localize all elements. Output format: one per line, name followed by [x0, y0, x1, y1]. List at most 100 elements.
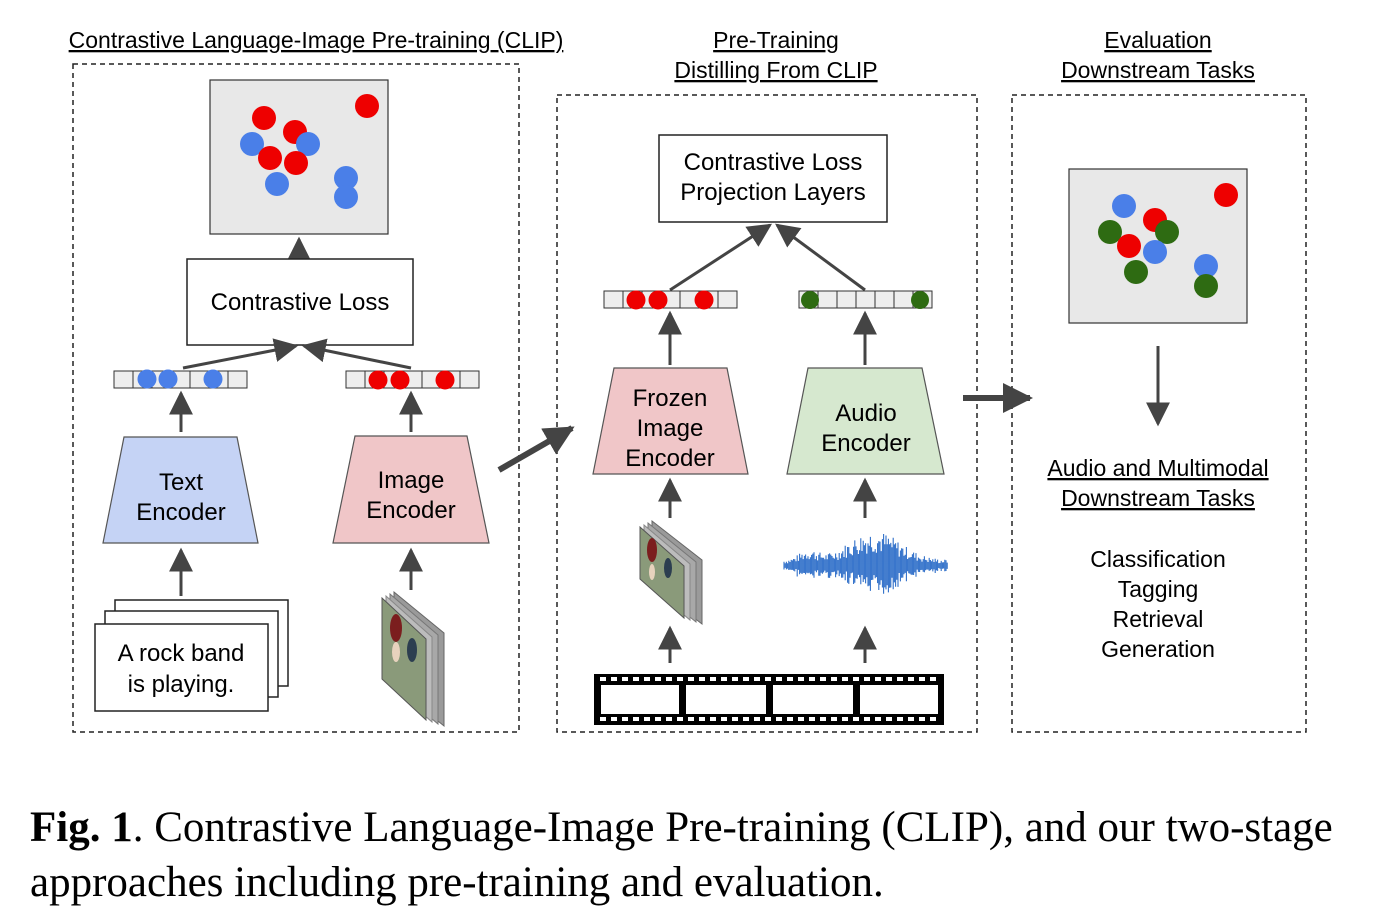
sprocket-hole — [743, 717, 749, 721]
blue-dot — [1143, 240, 1167, 264]
sprocket-hole — [710, 717, 716, 721]
eval-embedding-space — [1068, 168, 1248, 324]
arrow-image-emb-to-proj — [669, 223, 773, 292]
sprocket-hole — [930, 677, 936, 681]
image-encoder-label-2: Encoder — [366, 497, 455, 524]
green-dot — [1098, 220, 1122, 244]
sprocket-hole — [600, 677, 606, 681]
sprocket-hole — [644, 677, 650, 681]
sprocket-hole — [677, 717, 683, 721]
sprocket-hole — [908, 717, 914, 721]
sprocket-hole — [633, 717, 639, 721]
sprocket-hole — [875, 677, 881, 681]
image-encoder — [332, 435, 490, 544]
audio-encoder-label-1: Audio — [835, 400, 896, 427]
sprocket-hole — [831, 717, 837, 721]
clip-panel — [72, 63, 520, 733]
sprocket-hole — [754, 677, 760, 681]
sprocket-hole — [655, 717, 661, 721]
eval-panel-title-2: Downstream Tasks — [1061, 57, 1255, 83]
figure-caption: Fig. 1. Contrastive Language-Image Pre-t… — [30, 800, 1350, 910]
audio-encoder — [786, 367, 945, 475]
text-encoder-label-2: Encoder — [136, 499, 225, 526]
sprocket-hole — [776, 717, 782, 721]
frozen-image-encoder — [592, 367, 749, 475]
text-encoder — [102, 436, 259, 544]
task-generation: Generation — [1101, 636, 1215, 662]
sprocket-hole — [820, 717, 826, 721]
text-encoder-label-1: Text — [159, 469, 203, 496]
sprocket-hole — [754, 717, 760, 721]
clip-contrastive-loss-label: Contrastive Loss — [211, 289, 390, 316]
red-dot — [284, 151, 308, 175]
sprocket-hole — [666, 717, 672, 721]
sprocket-hole — [600, 717, 606, 721]
figure-label: Fig. 1 — [30, 804, 133, 851]
sprocket-hole — [666, 677, 672, 681]
sprocket-hole — [919, 717, 925, 721]
task-retrieval: Retrieval — [1113, 606, 1204, 632]
pretrain-image-embedding-vector — [603, 290, 738, 310]
clip-contrastive-loss-box — [186, 258, 414, 346]
sprocket-hole — [853, 717, 859, 721]
film-strip — [594, 674, 944, 725]
sprocket-hole — [776, 677, 782, 681]
clip-panel-title: Contrastive Language-Image Pre-training … — [69, 27, 564, 53]
arrow-audio-emb-to-proj — [775, 223, 866, 292]
sprocket-hole — [633, 677, 639, 681]
frozen-label-3: Encoder — [625, 445, 714, 472]
sprocket-hole — [721, 677, 727, 681]
sprocket-hole — [809, 717, 815, 721]
sprocket-hole — [688, 717, 694, 721]
projection-label-2: Projection Layers — [680, 179, 865, 206]
sprocket-hole — [831, 677, 837, 681]
arrow-image-emb-to-loss — [301, 338, 412, 370]
sprocket-hole — [732, 717, 738, 721]
clip-embedding-space — [209, 79, 389, 235]
red-dot — [1117, 234, 1141, 258]
pretrain-audio-embedding-vector — [798, 290, 933, 309]
task-tagging: Tagging — [1118, 576, 1199, 602]
sprocket-hole — [919, 677, 925, 681]
sprocket-hole — [798, 677, 804, 681]
sprocket-hole — [886, 677, 892, 681]
red-dot — [252, 106, 276, 130]
sprocket-hole — [864, 677, 870, 681]
red-dot — [258, 146, 282, 170]
figure-caption-text: . Contrastive Language-Image Pre-trainin… — [30, 804, 1333, 906]
sprocket-hole — [897, 677, 903, 681]
sprocket-hole — [655, 677, 661, 681]
sprocket-hole — [699, 677, 705, 681]
diagram-canvas: Contrastive Language-Image Pre-training … — [69, 27, 1307, 733]
sprocket-hole — [842, 717, 848, 721]
text-input-line-2: is playing. — [128, 671, 235, 698]
projection-layers-box — [658, 134, 888, 223]
sprocket-hole — [743, 677, 749, 681]
sprocket-hole — [732, 677, 738, 681]
task-classification: Classification — [1090, 546, 1226, 572]
blue-dot — [1112, 194, 1136, 218]
pretrain-panel — [556, 94, 978, 733]
sprocket-hole — [611, 677, 617, 681]
sprocket-hole — [809, 677, 815, 681]
green-dot — [1194, 274, 1218, 298]
arrow-text-emb-to-loss — [182, 338, 299, 370]
pretrain-panel-title-2: Distilling From CLIP — [674, 57, 877, 83]
green-dot — [1155, 220, 1179, 244]
audio-waveform — [783, 534, 948, 594]
blue-dot — [334, 166, 358, 190]
blue-dot — [1194, 254, 1218, 278]
sprocket-hole — [886, 717, 892, 721]
red-dot — [1214, 183, 1238, 207]
red-dot — [355, 94, 379, 118]
text-input-stack: A rock band is playing. — [94, 599, 289, 712]
audio-encoder-label-2: Encoder — [821, 430, 910, 457]
video-frames-stack — [381, 590, 445, 728]
blue-dot — [265, 172, 289, 196]
pretrain-video-frames — [639, 519, 703, 626]
text-input-line-1: A rock band — [118, 640, 245, 667]
sprocket-hole — [930, 717, 936, 721]
sprocket-hole — [622, 717, 628, 721]
sprocket-hole — [875, 717, 881, 721]
sprocket-hole — [864, 717, 870, 721]
